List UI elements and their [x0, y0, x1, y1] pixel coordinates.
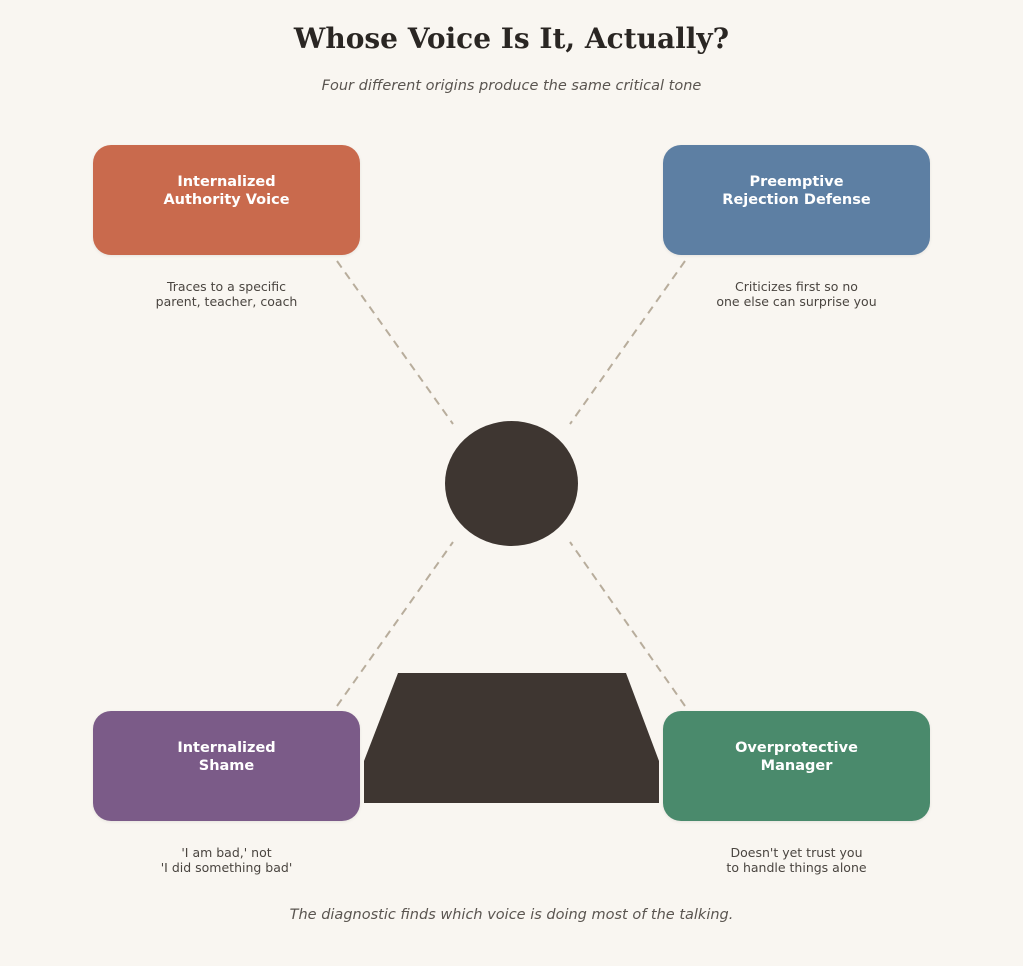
- page-subtitle: Four different origins produce the same …: [321, 78, 702, 94]
- connector-line-shame: [336, 541, 454, 707]
- connector-line-authority: [336, 260, 454, 425]
- connector-line-manager: [569, 541, 686, 707]
- origin-card-authority: Internalized Authority Voice: [93, 145, 360, 255]
- page-title: Whose Voice Is It, Actually?: [293, 22, 730, 55]
- origin-label-rejection: Preemptive Rejection Defense: [722, 174, 871, 208]
- connector-line-rejection: [569, 260, 686, 425]
- origin-label-authority: Internalized Authority Voice: [163, 174, 290, 208]
- origin-description-shame: 'I am bad,' not 'I did something bad': [160, 845, 293, 875]
- origin-card-manager: Overprotective Manager: [663, 711, 930, 821]
- origin-card-shame: Internalized Shame: [93, 711, 360, 821]
- origin-description-manager: Doesn't yet trust you to handle things a…: [726, 845, 867, 875]
- origin-card-rejection: Preemptive Rejection Defense: [663, 145, 930, 255]
- origin-label-manager: Overprotective Manager: [735, 740, 858, 774]
- origin-description-authority: Traces to a specific parent, teacher, co…: [155, 279, 298, 309]
- figure-head: [445, 421, 578, 546]
- origin-description-rejection: Criticizes first so no one else can surp…: [716, 279, 877, 309]
- footer-note: The diagnostic finds which voice is doin…: [289, 907, 734, 923]
- origin-label-shame: Internalized Shame: [177, 740, 276, 774]
- figure-body: [364, 673, 659, 803]
